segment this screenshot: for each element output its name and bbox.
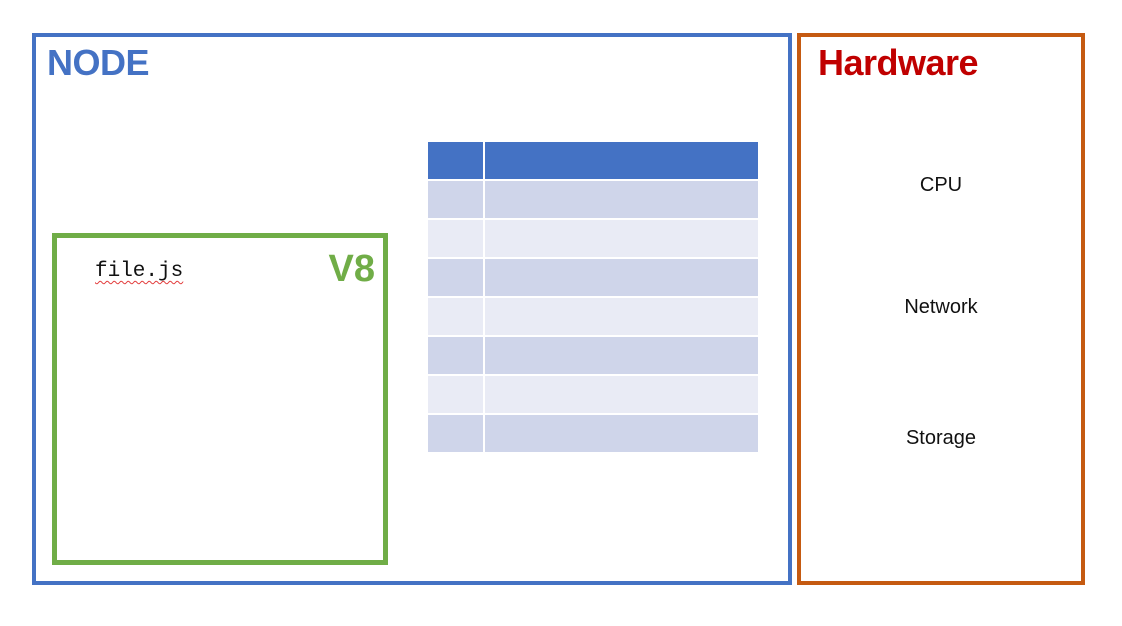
table-row <box>428 218 758 258</box>
hardware-item-cpu: CPU <box>919 174 963 196</box>
node-title: NODE <box>47 42 150 83</box>
table-row <box>428 296 758 336</box>
table-cell <box>484 257 758 297</box>
table-cell <box>428 335 485 375</box>
hardware-box: Hardware CPU Network Storage <box>797 33 1085 585</box>
stack-table <box>428 142 758 452</box>
table-row <box>428 374 758 414</box>
table-cell <box>484 142 758 180</box>
file-label: file.js <box>95 260 184 283</box>
table-cell <box>484 179 758 219</box>
table-cell <box>484 374 758 414</box>
table-row <box>428 413 758 452</box>
hardware-item-storage: Storage <box>905 427 977 449</box>
v8-title: V8 <box>328 248 375 290</box>
table-row <box>428 335 758 375</box>
hardware-title: Hardware <box>818 42 979 83</box>
table-cell <box>428 179 485 219</box>
table-cell <box>428 296 485 336</box>
table-cell <box>428 413 485 452</box>
table-header-row <box>428 142 758 180</box>
table-cell <box>484 335 758 375</box>
table-cell <box>428 218 485 258</box>
table-row <box>428 257 758 297</box>
table-cell <box>484 296 758 336</box>
table-cell <box>428 374 485 414</box>
table-cell <box>484 413 758 452</box>
table-cell <box>428 142 485 180</box>
hardware-item-network: Network <box>904 296 978 318</box>
table-cell <box>428 257 485 297</box>
v8-box: file.js V8 <box>52 233 388 565</box>
node-box: NODE <box>32 33 792 585</box>
table-cell <box>484 218 758 258</box>
table-row <box>428 179 758 219</box>
